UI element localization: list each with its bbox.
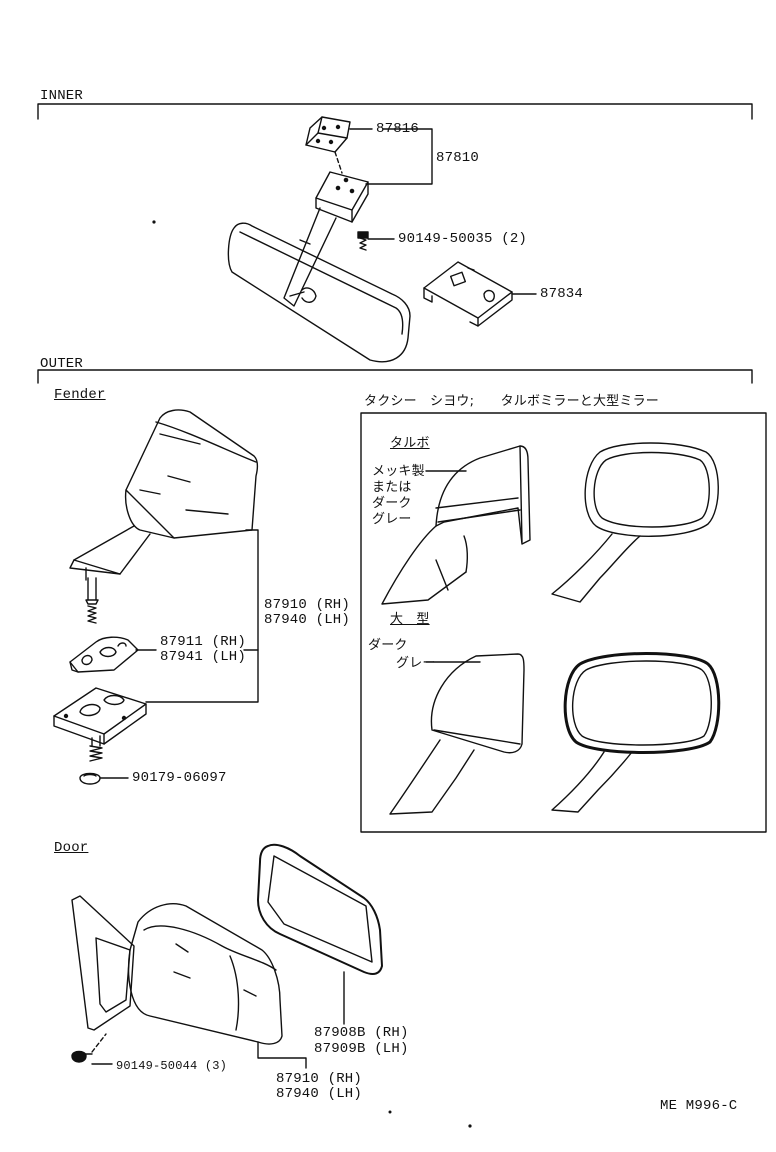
- door-bolt: [71, 1050, 93, 1063]
- large-note-line-2: グレー: [396, 656, 436, 671]
- fender-mirror-head: [124, 409, 259, 539]
- outer-section-bracket: [37, 369, 753, 384]
- part-87834: 87834: [540, 286, 584, 302]
- part-fender-mirror-rh: 87910 (RH): [264, 597, 351, 613]
- part-door-bolt: 90149-50044 (3): [116, 1059, 228, 1073]
- dashed-line-plate: [334, 151, 343, 174]
- door-mirror-housing: [127, 903, 283, 1045]
- fender-base: [53, 687, 147, 745]
- section-fender-label: Fender: [54, 387, 106, 403]
- door-mirror-glass: [257, 843, 383, 975]
- taxi-spec-box: [360, 412, 767, 833]
- large-note-line-1: ダーク: [368, 638, 408, 653]
- fender-mirror-stay: [69, 525, 151, 581]
- talbo-mirror-front: [551, 442, 719, 603]
- bracket-door-mirror: [257, 1041, 307, 1069]
- section-door-label: Door: [54, 840, 89, 856]
- part-87810: 87810: [436, 150, 480, 166]
- fender-nut: [79, 772, 101, 785]
- part-door-mirror-lh: 87940 (LH): [276, 1086, 363, 1102]
- talbo-note-line-1: メッキ製: [372, 464, 425, 479]
- fender-bolt: [85, 577, 99, 624]
- large-mirror-front: [551, 652, 721, 813]
- part-inner-bolt: 90149-50035 (2): [398, 231, 528, 247]
- talbo-heading: タルボ: [390, 436, 430, 451]
- part-fender-gasket-rh: 87911 (RH): [160, 634, 247, 650]
- speck-3: [388, 1110, 392, 1114]
- diagram-code: ME M996-C: [660, 1098, 738, 1114]
- section-outer-label: OUTER: [40, 356, 84, 372]
- part-87816: 87816: [376, 121, 420, 137]
- fender-stud: [89, 735, 103, 762]
- bracket-87810: [365, 128, 433, 185]
- inner-rear-view-mirror: [227, 222, 411, 363]
- inner-mount-block-87810: [283, 171, 369, 307]
- large-heading: 大 型: [390, 612, 430, 627]
- talbo-note-line-3: ダーク: [372, 496, 412, 511]
- part-fender-gasket-lh: 87941 (LH): [160, 649, 247, 665]
- door-mirror-base: [71, 895, 135, 1031]
- taxi-spec-title: タクシー シヨウ; タルボミラーと大型ミラー: [364, 394, 659, 409]
- part-door-glass-lh: 87909B (LH): [314, 1041, 409, 1057]
- inner-section-bracket: [37, 103, 753, 120]
- part-door-mirror-rh: 87910 (RH): [276, 1071, 363, 1087]
- speck-1: [152, 220, 156, 224]
- dashed-door-bolt: [91, 1033, 107, 1053]
- talbo-note-line-4: グレー: [372, 512, 412, 527]
- speck-2: [468, 1124, 472, 1128]
- inner-cover-87834: [423, 261, 513, 327]
- talbo-note-line-2: または: [372, 480, 412, 495]
- large-mirror-side: [389, 653, 525, 815]
- bracket-fender-mirror: [145, 529, 259, 703]
- section-inner-label: INNER: [40, 88, 84, 104]
- inner-mount-plate-87816: [305, 116, 351, 153]
- part-fender-mirror-lh: 87940 (LH): [264, 612, 351, 628]
- part-door-glass-rh: 87908B (RH): [314, 1025, 409, 1041]
- fender-gasket: [69, 636, 139, 673]
- part-fender-nut: 90179-06097: [132, 770, 227, 786]
- inner-screw: [357, 231, 369, 251]
- talbo-mirror-side: [381, 445, 531, 605]
